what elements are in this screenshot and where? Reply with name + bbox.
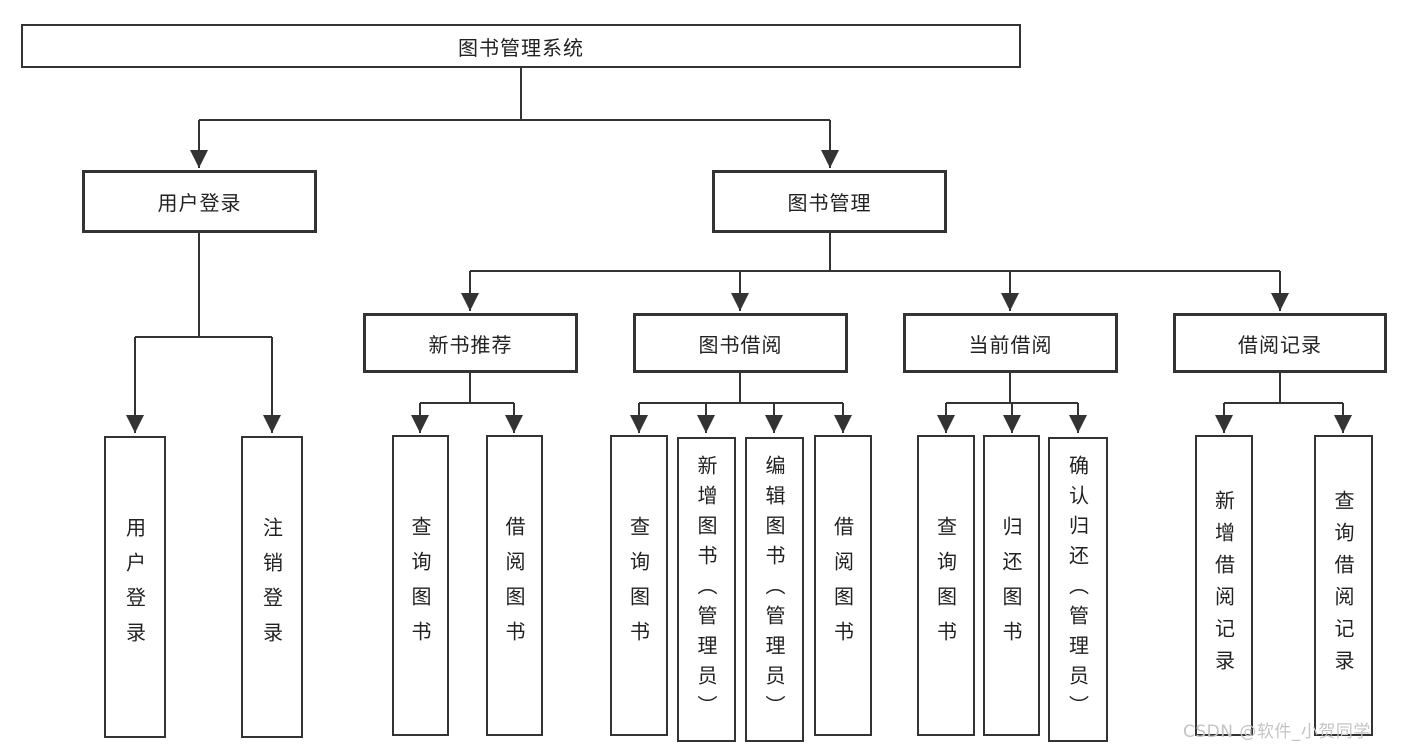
leaf-query-books-current: 查询图书 — [917, 435, 975, 736]
leaf-edit-books-admin: 编辑图书（管理员） — [745, 437, 804, 742]
node-borrowing-records: 借阅记录 — [1173, 313, 1387, 373]
node-user-login: 用户登录 — [82, 170, 317, 233]
node-library-system: 图书管理系统 — [21, 24, 1021, 68]
leaf-borrow-books-recommend: 借阅图书 — [486, 435, 543, 736]
leaf-query-borrow-record: 查询借阅记录 — [1314, 435, 1373, 736]
leaf-logout: 注销登录 — [241, 436, 303, 738]
node-book-borrowing: 图书借阅 — [633, 313, 848, 373]
leaf-query-books-borrowing: 查询图书 — [610, 435, 668, 736]
leaf-add-books-admin: 新增图书（管理员） — [677, 437, 736, 742]
node-current-borrowing: 当前借阅 — [903, 313, 1118, 373]
leaf-query-books-recommend: 查询图书 — [392, 435, 449, 736]
leaf-borrow-books-borrowing: 借阅图书 — [814, 435, 872, 736]
node-new-book-recommend: 新书推荐 — [363, 313, 578, 373]
node-book-management: 图书管理 — [712, 170, 947, 233]
leaf-add-borrow-record: 新增借阅记录 — [1195, 435, 1253, 736]
leaf-user-login: 用户登录 — [104, 436, 166, 738]
watermark: CSDN @软件_小贺同学 — [1183, 722, 1371, 742]
leaf-return-books: 归还图书 — [983, 435, 1040, 736]
leaf-confirm-return-admin: 确认归还（管理员） — [1048, 437, 1108, 742]
